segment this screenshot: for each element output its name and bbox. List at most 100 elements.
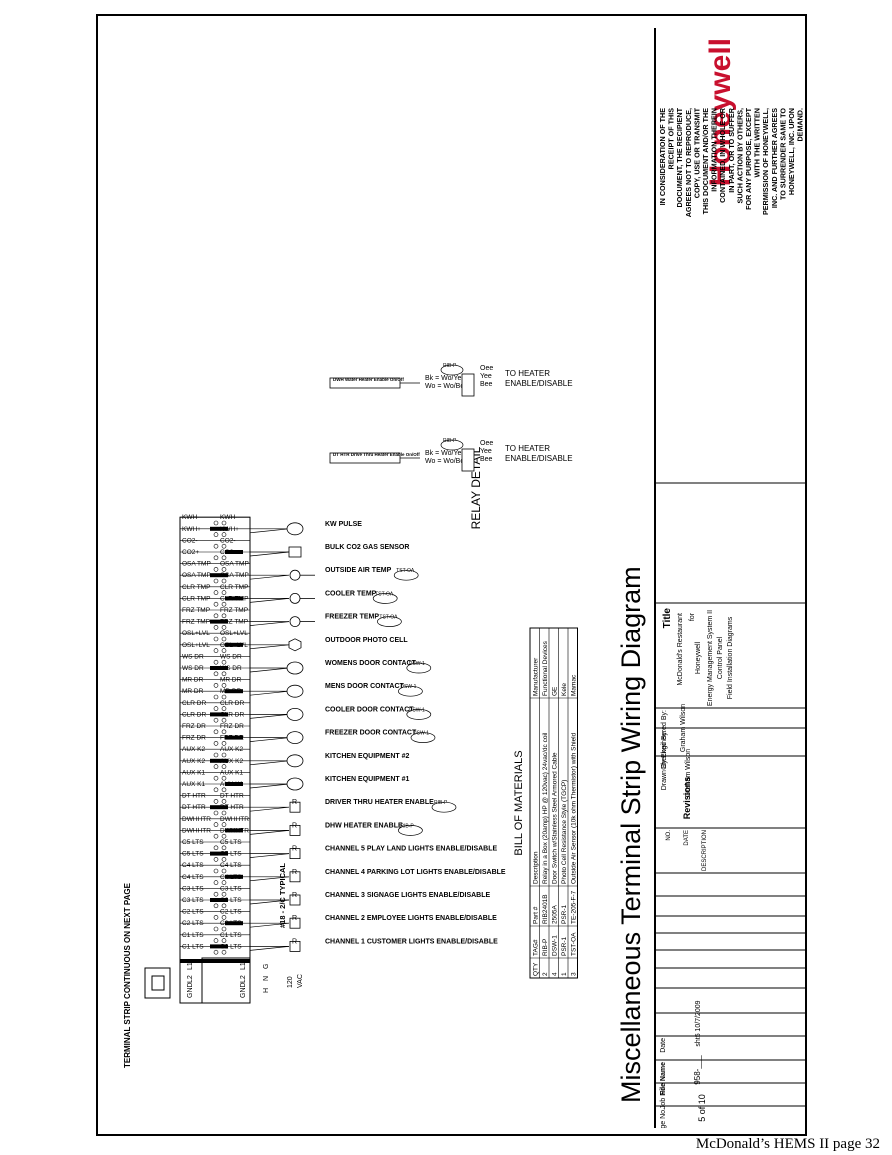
terminal-right-label: KWH+	[220, 526, 239, 533]
field-wire	[249, 806, 290, 812]
terminal-right-text: MR DR	[220, 677, 242, 684]
relay-symbol	[289, 824, 301, 836]
device-label: WOMENS DOOR CONTACT	[325, 660, 417, 667]
relay-symbol-label: R	[292, 915, 297, 922]
power-voltage: 120	[287, 976, 294, 988]
bom-cell: RIB-P	[542, 939, 549, 956]
field-wire	[249, 737, 290, 742]
bom-cell: 3	[571, 972, 578, 976]
terminal-right-label: OSL+LVL	[220, 630, 248, 637]
bom-header: Part #	[533, 906, 540, 924]
disclaimer-line: FOR ANY PURPOSE, EXCEPT	[744, 107, 753, 209]
device-tag: DSW-1	[398, 684, 423, 697]
terminal-screw	[213, 787, 219, 793]
terminal-left-text: C3 LTS	[182, 885, 204, 892]
device-tag-text: DSW-1	[409, 707, 425, 713]
relay-tag-bubble	[440, 439, 464, 451]
terminal-left-text: AUX K2	[182, 746, 206, 753]
relay-target-text-2: ENABLE/DISABLE	[505, 379, 573, 388]
relay-wire-text: Bk = Wo/Ye	[425, 375, 461, 382]
terminal-screw	[221, 810, 227, 816]
terminal-right-label: WS DR	[220, 653, 242, 660]
device-tag-bubble	[431, 801, 457, 813]
terminal-screw	[213, 799, 219, 804]
terminal-screw	[221, 741, 227, 746]
terminal-jumper-bar	[225, 596, 243, 601]
device-label: CHANNEL 4 PARKING LOT LIGHTS ENABLE/DISA…	[325, 869, 506, 876]
device-label: KW PULSE	[325, 521, 362, 528]
disclaimer-line: COPY, USE OR TRANSMIT	[692, 107, 701, 198]
relay-tag: RIB-P	[440, 438, 464, 451]
bom-header: QTY	[533, 962, 540, 976]
terminal-screw	[221, 845, 227, 851]
device-tag-bubble	[406, 709, 432, 720]
door-contact-symbol	[286, 707, 304, 721]
field-wire	[249, 528, 290, 534]
co2-sensor-symbol	[288, 546, 302, 558]
drawn-by: Graham Wilson	[685, 749, 692, 797]
terminal-left-text: AUX K1	[182, 781, 206, 788]
terminal-screw	[213, 949, 219, 955]
terminal-screw	[213, 903, 219, 909]
device-tag-label: DSW-1	[409, 707, 425, 713]
bom-cell: Relay in a Box (20amp) HP @ 120vac) 24va…	[542, 732, 549, 884]
relay-out-label: Bee	[480, 381, 493, 388]
door-contact-symbol	[286, 731, 304, 745]
terminal-left-label: WS DR	[182, 665, 204, 672]
terminal-screw	[213, 729, 219, 735]
device-label: BULK CO2 GAS SENSOR	[325, 544, 409, 551]
terminal-left-label: C2 LTS	[182, 920, 204, 927]
terminal-left-label: OSL+LVL	[182, 630, 210, 637]
relay-symbol-label: R	[292, 938, 297, 945]
terminal-right-text: OSA TMP	[220, 572, 249, 579]
terminal-screw	[221, 555, 227, 561]
relay-tag-label: RIB-P	[443, 363, 457, 369]
terminal-left-label: FRZ TMP	[182, 619, 210, 626]
device-tag: DSW-1	[406, 661, 432, 674]
device-label: DHW HEATER ENABLE	[325, 822, 403, 829]
terminal-right-label: MR DR	[220, 677, 242, 684]
temp-sensor-symbol	[289, 569, 301, 581]
terminal-jumper-bar	[225, 735, 243, 740]
field-wire	[249, 644, 290, 650]
bom-cell: PSR-1	[561, 904, 568, 924]
terminal-right-label: C3 LTS	[220, 897, 242, 904]
terminal-screw	[221, 578, 227, 584]
terminal-left-label: KWH-	[182, 514, 199, 521]
terminal-screw	[221, 752, 227, 758]
file-label: File Name	[660, 1062, 667, 1095]
field-wire	[249, 876, 290, 882]
bom-cell: TST-OA	[571, 932, 578, 956]
disclaimer-line: INFORMATION THEREIN	[710, 108, 719, 192]
terminal-screw	[221, 706, 227, 711]
terminal-screw	[221, 949, 227, 955]
relay-symbol-label: R	[292, 846, 297, 853]
terminal-right-label: AUX K1	[220, 769, 244, 776]
terminal-jumper-bar	[210, 666, 228, 670]
terminal-right-text: AUX K2	[220, 758, 244, 765]
field-wire	[249, 551, 290, 557]
device-label-text: KITCHEN EQUIPMENT #1	[325, 776, 410, 783]
terminal-header-box	[201, 957, 251, 1004]
bom-cell: Kele	[561, 683, 568, 696]
disclaimer-line: IN PART, OR TO SUFFER	[727, 107, 736, 193]
terminal-left-label: FRZ DR	[182, 723, 206, 730]
terminal-screw	[213, 891, 219, 897]
device-label-text: WOMENS DOOR CONTACT	[325, 660, 417, 667]
relay-tag-label: RIB-P	[443, 438, 457, 444]
field-wire	[249, 922, 290, 928]
device-tag-label: RIB-P	[434, 800, 448, 806]
terminal-screw	[213, 555, 219, 561]
terminal-left-label: DWHHTR	[182, 816, 211, 823]
engineered-by: Graham Wilson	[680, 704, 687, 752]
terminal-right-text: C1 LTS	[220, 932, 242, 939]
terminal-screw	[213, 613, 219, 619]
terminal-left-text: AUX K1	[182, 769, 206, 776]
terminal-screw	[221, 822, 227, 827]
relay-box-text: DWH Water Heater Enable On/Off	[333, 377, 404, 382]
relay-symbol	[289, 917, 301, 929]
relay-symbol-text: R	[292, 938, 297, 945]
terminal-screw	[213, 567, 219, 572]
terminal-left-text: MR DR	[182, 688, 204, 695]
